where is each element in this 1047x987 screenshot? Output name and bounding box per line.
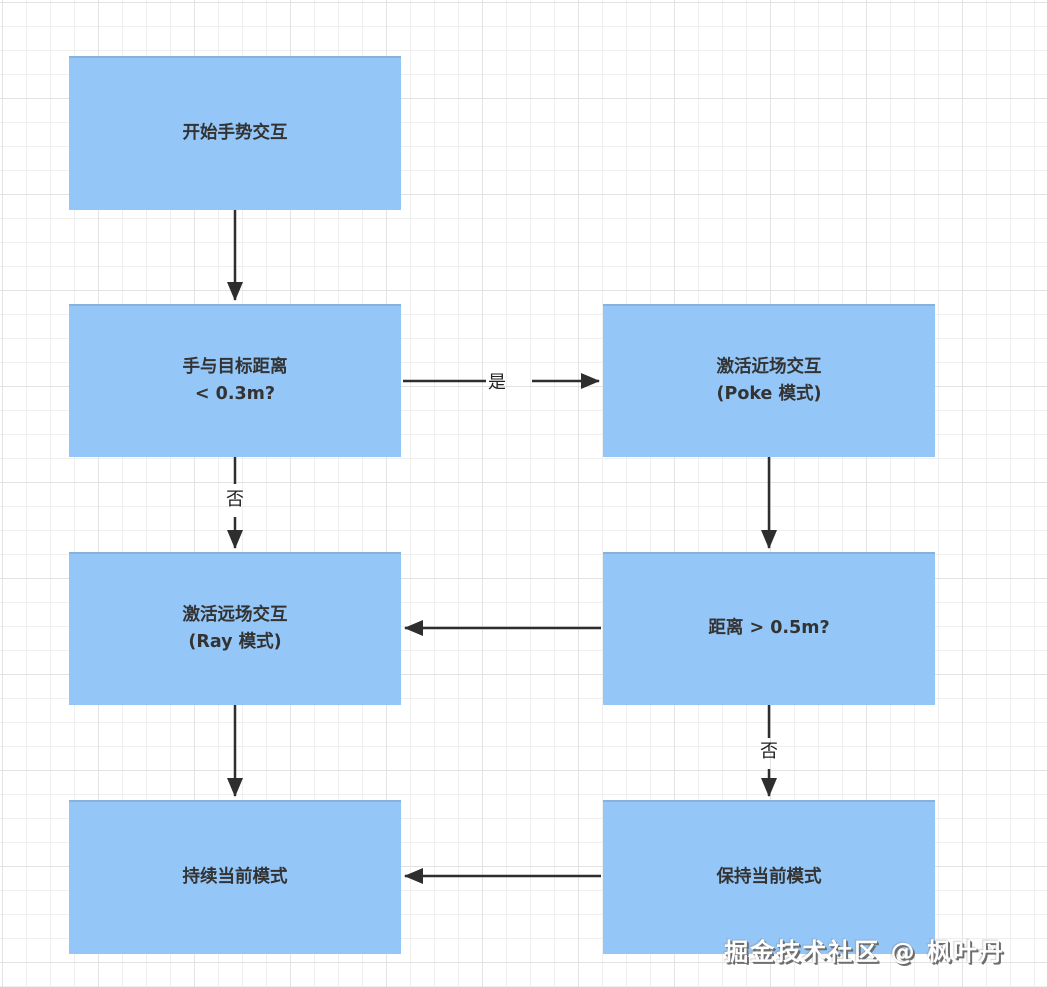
- node-line: 手与目标距离: [182, 357, 288, 378]
- node-far-mode: 激活远场交互 (Ray 模式): [69, 552, 401, 705]
- node-line: 激活远场交互: [182, 605, 288, 626]
- node-line: 距离 > 0.5m?: [708, 618, 830, 639]
- node-far-distance-check: 距离 > 0.5m?: [603, 552, 935, 705]
- node-line: 激活近场交互: [716, 357, 822, 378]
- node-line: (Poke 模式): [716, 383, 822, 404]
- node-near-mode: 激活近场交互 (Poke 模式): [603, 304, 935, 457]
- edge-label-yes: 是: [488, 372, 506, 393]
- node-start: 开始手势交互: [69, 56, 401, 210]
- node-line: 持续当前模式: [182, 866, 288, 887]
- edge-label-no-2: 否: [760, 741, 778, 762]
- node-continue-mode: 持续当前模式: [69, 800, 401, 954]
- watermark: 掘金技术社区 @ 枫叶丹: [724, 938, 1005, 966]
- node-line: < 0.3m?: [194, 383, 276, 404]
- node-line: 保持当前模式: [716, 866, 822, 887]
- node-distance-check: 手与目标距离 < 0.3m?: [69, 304, 401, 457]
- node-keep-mode: 保持当前模式: [603, 800, 935, 954]
- edge-label-no-1: 否: [226, 489, 244, 510]
- node-line: (Ray 模式): [188, 631, 282, 652]
- node-line: 开始手势交互: [182, 122, 288, 143]
